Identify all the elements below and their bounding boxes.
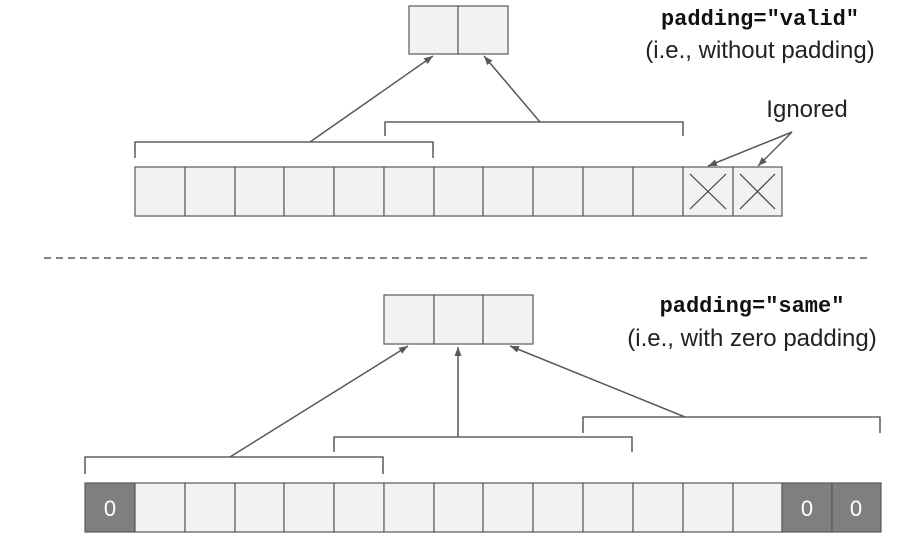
valid-input-cell xyxy=(234,166,285,217)
same-input-cell xyxy=(682,482,734,533)
ignored-arrow xyxy=(707,131,793,167)
zero-pad-cell: 0 xyxy=(84,482,136,533)
same-output-cell xyxy=(383,294,435,345)
same-input-cell xyxy=(383,482,435,533)
valid-window-bracket xyxy=(134,141,434,158)
same-input-layer: 0 0 0 xyxy=(84,482,882,533)
same-output-cell xyxy=(433,294,484,345)
ignored-label: Ignored xyxy=(766,96,847,123)
zero-pad-value: 0 xyxy=(801,496,813,521)
valid-input-cell xyxy=(383,166,435,217)
valid-section: padding="valid" (i.e., without padding) … xyxy=(134,5,875,217)
valid-input-cell xyxy=(582,166,634,217)
same-title: padding="same" xyxy=(660,294,845,319)
zero-pad-value: 0 xyxy=(104,496,116,521)
same-input-cell xyxy=(234,482,285,533)
same-input-cell xyxy=(632,482,684,533)
valid-input-cell xyxy=(134,166,186,217)
zero-pad-cell: 0 xyxy=(781,482,833,533)
valid-input-cell xyxy=(632,166,684,217)
zero-pad-value: 0 xyxy=(850,496,862,521)
valid-input-cell xyxy=(482,166,534,217)
ignored-cell xyxy=(682,166,734,217)
same-arrow xyxy=(229,345,409,458)
same-output-cell xyxy=(482,294,534,345)
same-input-cell xyxy=(134,482,186,533)
same-input-cell xyxy=(532,482,584,533)
valid-title: padding="valid" xyxy=(661,7,859,32)
valid-input-cell xyxy=(184,166,236,217)
same-subtitle: (i.e., with zero padding) xyxy=(627,325,876,352)
valid-arrow xyxy=(309,55,434,143)
same-input-cell xyxy=(283,482,335,533)
same-input-cell xyxy=(482,482,534,533)
valid-input-cell xyxy=(532,166,584,217)
same-output-layer xyxy=(383,294,534,345)
valid-arrow xyxy=(483,55,541,123)
zero-pad-cell: 0 xyxy=(831,482,882,533)
same-input-cell xyxy=(582,482,634,533)
valid-output-layer xyxy=(408,5,509,55)
same-window-bracket xyxy=(84,456,384,474)
same-input-cell xyxy=(732,482,783,533)
same-input-cell xyxy=(333,482,385,533)
same-input-cell xyxy=(184,482,236,533)
valid-input-cell xyxy=(283,166,335,217)
valid-input-cell xyxy=(433,166,484,217)
ignored-cell xyxy=(732,166,783,217)
same-input-cell xyxy=(433,482,484,533)
same-arrow xyxy=(509,345,686,418)
valid-output-cell xyxy=(457,5,509,55)
same-section: padding="same" (i.e., with zero padding)… xyxy=(84,294,882,533)
valid-input-cell xyxy=(333,166,385,217)
valid-input-layer xyxy=(134,166,783,217)
valid-output-cell xyxy=(408,5,459,55)
valid-subtitle: (i.e., without padding) xyxy=(645,37,874,64)
valid-window-bracket xyxy=(384,121,684,136)
same-window-bracket xyxy=(333,436,633,452)
same-window-bracket xyxy=(582,416,881,433)
ignored-arrow xyxy=(757,131,793,167)
